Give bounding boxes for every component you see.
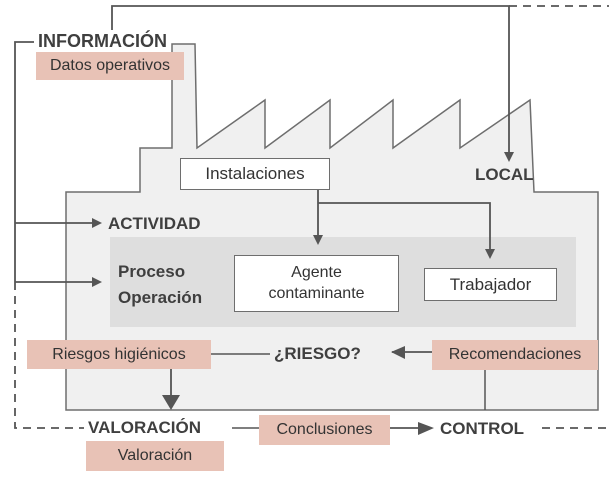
info-left-line xyxy=(14,41,34,282)
instalaciones-box: Instalaciones xyxy=(180,158,330,190)
inst-to-trabajador xyxy=(318,202,495,259)
operacion-label: Operación xyxy=(118,288,203,307)
riesgo-arrowhead xyxy=(391,346,405,359)
actividad-label: ACTIVIDAD xyxy=(108,214,201,233)
trabajador-box: Trabajador xyxy=(424,268,557,301)
conclusiones-box: Conclusiones xyxy=(259,415,390,445)
riesgos-higienicos-box: Riesgos higiénicos xyxy=(27,340,211,369)
datos-operativos-box: Datos operativos xyxy=(36,52,184,80)
control-label: CONTROL xyxy=(440,419,525,438)
local-label: LOCAL xyxy=(475,165,534,184)
local-connector xyxy=(111,5,514,162)
valoracion-arrowhead xyxy=(162,395,180,410)
recomendaciones-box: Recomendaciones xyxy=(432,340,598,370)
left-dashed xyxy=(14,282,84,429)
valoracion-title-label: VALORACIÓN xyxy=(88,418,202,437)
proceso-label: Proceso xyxy=(118,262,186,281)
valoracion-box: Valoración xyxy=(86,441,224,471)
agente-contaminante-box: Agente contaminante xyxy=(234,255,399,312)
informacion-label: INFORMACIÓN xyxy=(38,31,167,51)
control-arrowhead xyxy=(418,422,434,435)
riesgo-question-label: ¿RIESGO? xyxy=(274,344,361,363)
